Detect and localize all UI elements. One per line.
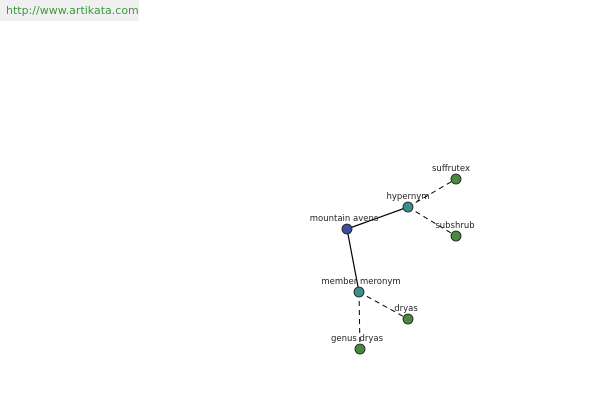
edge-root-member-meronym	[346, 228, 360, 293]
nodes-layer	[341, 173, 462, 355]
labels-layer: mountain avens hypernym member meronym s…	[310, 164, 475, 344]
node-subshrub[interactable]	[450, 230, 462, 242]
label-dryas: dryas	[394, 304, 418, 314]
node-genus-dryas[interactable]	[354, 343, 366, 355]
label-member-meronym: member meronym	[321, 277, 400, 287]
edge-member-meronym-genus-dryas	[358, 291, 361, 350]
label-suffrutex: suffrutex	[432, 164, 470, 174]
node-member-meronym[interactable]	[353, 286, 365, 298]
label-genus-dryas: genus dryas	[331, 334, 384, 344]
edges-layer	[346, 178, 457, 350]
edge-member-meronym-dryas	[358, 291, 409, 320]
node-dryas[interactable]	[402, 313, 414, 325]
node-mountain-avens[interactable]	[341, 223, 353, 235]
label-subshrub: subshrub	[435, 221, 474, 231]
edge-hypernym-suffrutex	[407, 178, 457, 208]
node-hypernym[interactable]	[402, 201, 414, 213]
edge-root-hypernym	[346, 206, 409, 230]
label-mountain-avens: mountain avens	[310, 214, 379, 224]
label-hypernym: hypernym	[386, 192, 429, 202]
watermark-url: http://www.artikata.com	[0, 0, 139, 21]
node-suffrutex[interactable]	[450, 173, 462, 185]
edge-hypernym-subshrub	[407, 206, 457, 237]
